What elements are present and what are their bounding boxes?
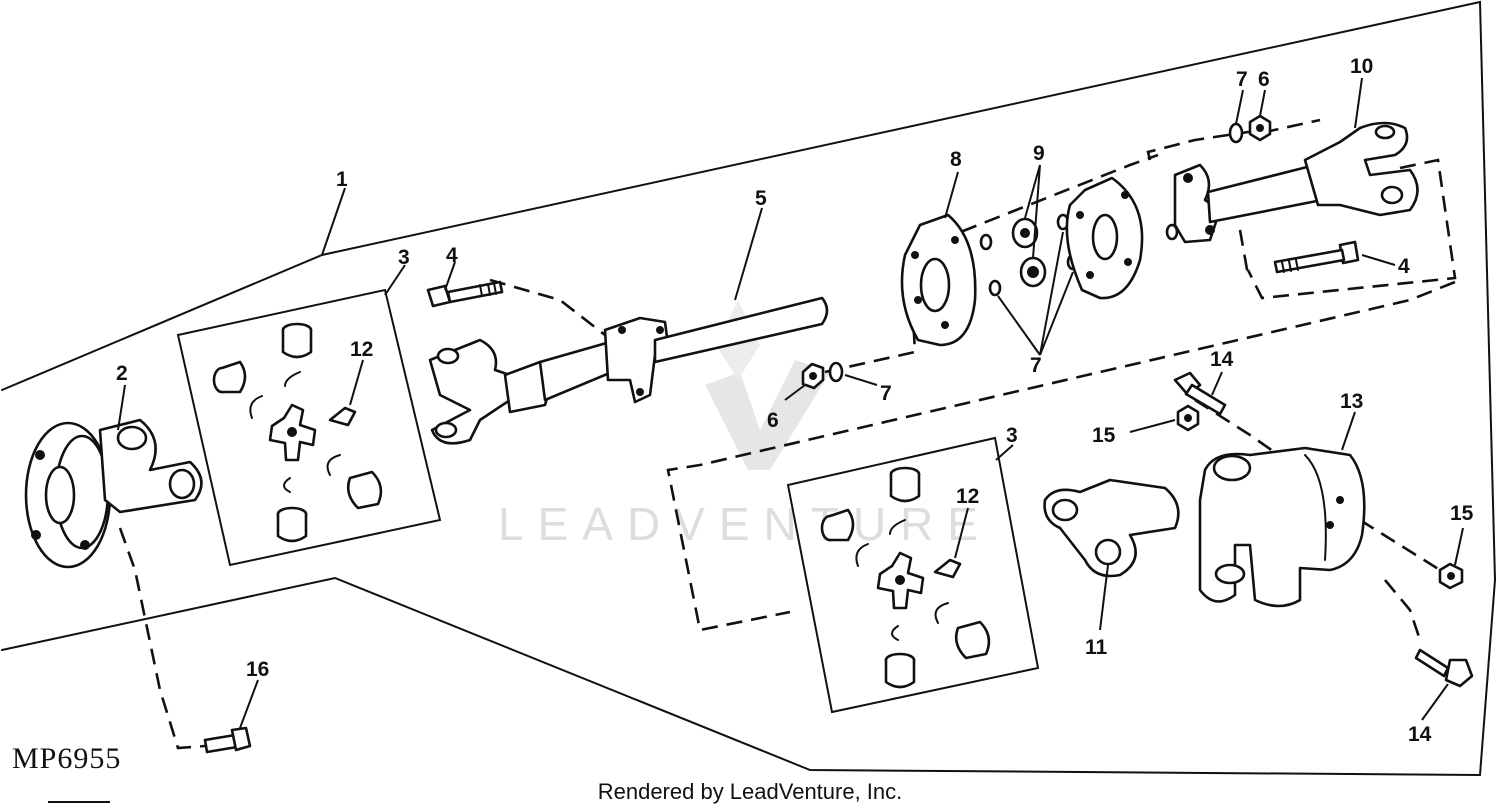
snap-ring: [855, 543, 869, 567]
callout-2: 2: [116, 362, 128, 385]
bearing-cup-right: [954, 620, 991, 660]
callout-7-mid: 7: [1030, 354, 1042, 377]
washer-part: [828, 361, 844, 383]
snap-ring: [283, 477, 291, 493]
yoke-shaft-part: [1165, 121, 1419, 244]
callout-11: 11: [1085, 636, 1108, 659]
leadventure-watermark: LEADVENTURE: [498, 300, 992, 550]
drawing-code-underline: [48, 801, 110, 803]
callout-numbers: 1 2 3 4 5 8 9 7 6 10 4 12 7 6 7 3 12 14 …: [116, 55, 1474, 746]
flange-yoke-part: [24, 418, 203, 569]
callout-9: 9: [1033, 142, 1045, 165]
washer-part: [1228, 122, 1244, 144]
callout-8: 8: [950, 148, 962, 171]
callout-12-left: 12: [350, 338, 373, 361]
callout-13: 13: [1340, 390, 1363, 413]
bearing-cup-bottom: [884, 652, 916, 689]
snap-ring: [934, 602, 949, 624]
callout-1: 1: [336, 168, 348, 191]
assembly-outline-panel: [1, 0, 1497, 777]
bolt-part: [1173, 371, 1227, 416]
grease-fitting: [328, 406, 357, 427]
bearing-cup-left: [212, 360, 247, 394]
watermark-text: LEADVENTURE: [498, 498, 992, 550]
slip-yoke-part: [1043, 478, 1180, 578]
bearing-cup-top: [889, 466, 921, 503]
callout-3-left: 3: [398, 246, 410, 269]
lock-nut-part: [1176, 404, 1200, 432]
grease-fitting: [933, 558, 962, 579]
callout-7-bottom: 7: [880, 382, 892, 405]
lock-nut-part: [1438, 562, 1464, 590]
bearing-cup-bottom: [276, 506, 308, 543]
bearing-cup-right: [346, 470, 383, 510]
drawing-code: MP6955: [12, 742, 122, 775]
u-joint-kit-right-box: [786, 436, 1040, 714]
callout-14-top: 14: [1210, 348, 1234, 371]
snap-ring: [249, 395, 263, 419]
callout-16: 16: [246, 658, 269, 681]
callout-14-bottom: 14: [1408, 723, 1432, 746]
snap-ring: [284, 371, 301, 387]
callout-15-right: 15: [1450, 502, 1474, 525]
snap-ring: [326, 454, 341, 476]
callout-6-top: 6: [1258, 68, 1270, 91]
footer-credit: Rendered by LeadVenture, Inc.: [597, 779, 903, 804]
callout-leader-lines: [117, 77, 1464, 729]
flange-plate-part: [900, 213, 977, 347]
bolt-part: [1414, 648, 1474, 688]
callout-3-right: 3: [1006, 424, 1018, 447]
bearing-cup-top: [281, 322, 313, 359]
snap-ring: [891, 625, 899, 641]
washers-part: [979, 213, 1080, 297]
drive-shaft-part: [428, 296, 829, 445]
bolt-part: [426, 280, 504, 308]
bolt-part: [203, 726, 252, 754]
snap-ring: [889, 519, 906, 535]
callout-6-bottom: 6: [767, 409, 779, 432]
cross-spider: [876, 551, 925, 610]
lock-nut-part: [801, 362, 825, 390]
callout-4-right: 4: [1398, 255, 1410, 278]
cross-spider: [268, 403, 317, 462]
callout-4-left: 4: [446, 244, 458, 267]
callout-7-top: 7: [1236, 68, 1248, 91]
callout-15-left: 15: [1092, 424, 1116, 447]
bearing-cup-left: [820, 508, 855, 542]
u-joint-kit-left-box: [176, 288, 442, 567]
yoke-housing-part: [1198, 446, 1366, 608]
lock-nut-part: [1248, 114, 1272, 142]
callout-5: 5: [755, 187, 767, 210]
flange-plate-part: [1065, 176, 1144, 300]
bolt-part: [1273, 240, 1360, 274]
callout-12-right: 12: [956, 485, 979, 508]
callout-10: 10: [1350, 55, 1373, 78]
